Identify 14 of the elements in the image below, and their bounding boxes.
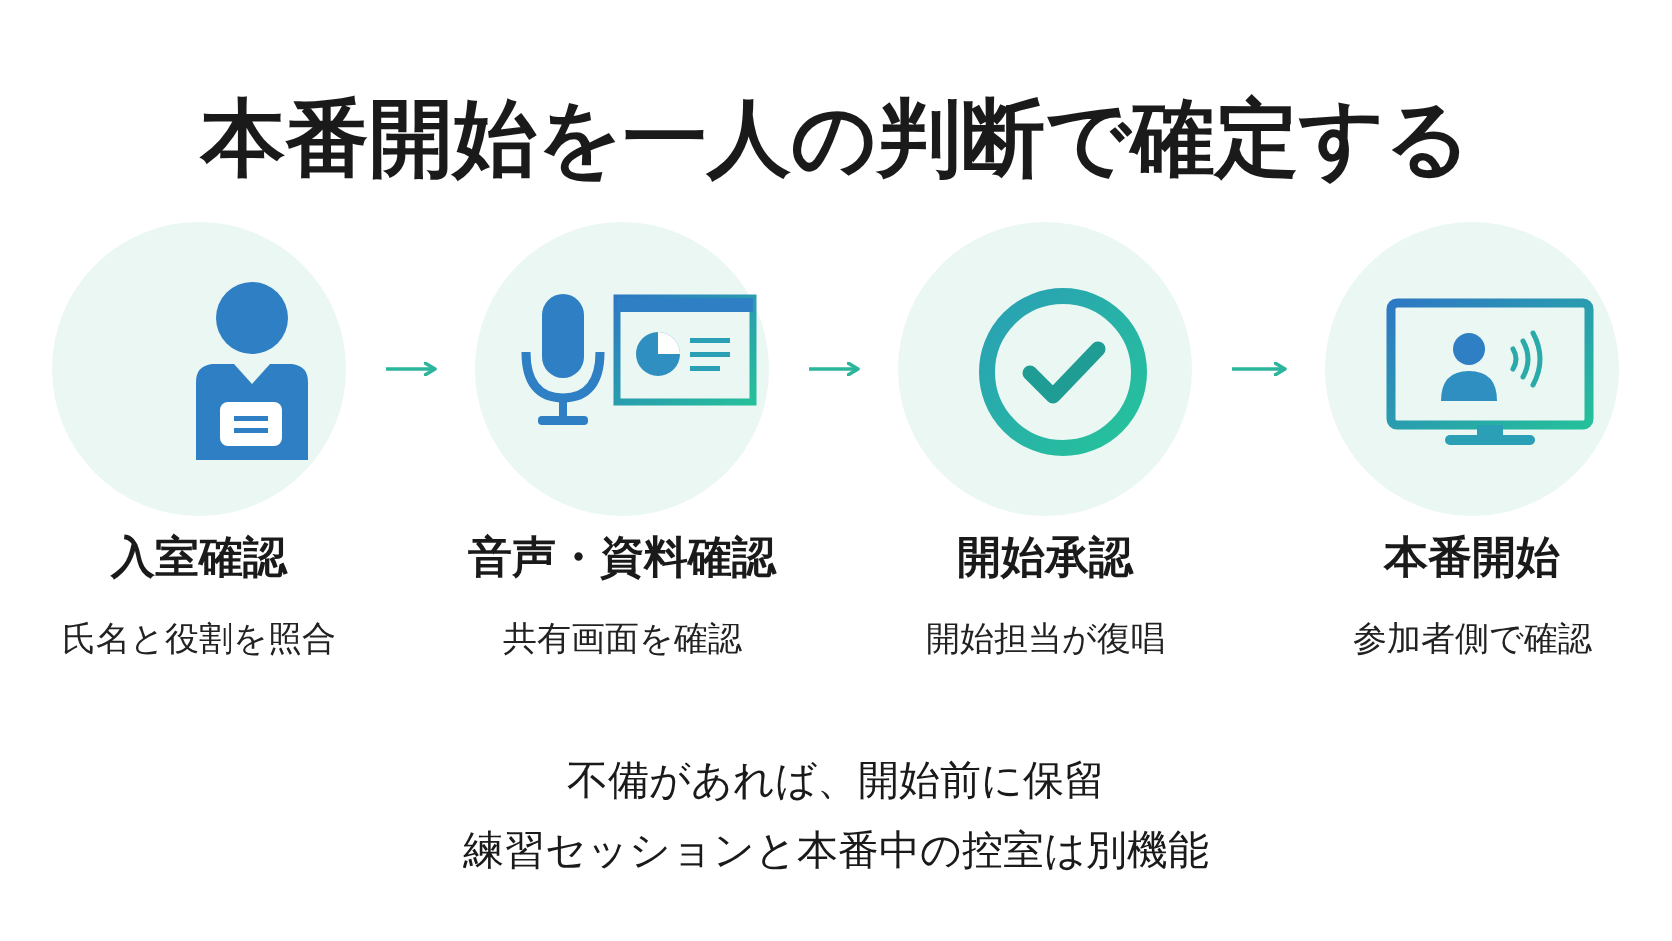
arrow [809,361,860,377]
arrow [1232,361,1287,377]
step-description: 開始担当が復唱 [925,617,1165,660]
arrow [386,361,437,377]
step-title: 音声・資料確認 [468,530,776,584]
step-title: 入室確認 [111,530,287,584]
step-description: 参加者側で確認 [1352,617,1592,660]
step-description: 共有画面を確認 [502,617,742,660]
step-title: 開始承認 [957,530,1133,584]
step-title: 本番開始 [1384,530,1560,584]
title: 本番開始を一人の判断で確定する [201,88,1471,188]
step-description: 氏名と役割を照合 [62,617,336,660]
note-text: 練習セッションと本番中の控室は別機能 [463,825,1209,876]
note-text: 不備があれば、開始前に保留 [567,755,1105,806]
